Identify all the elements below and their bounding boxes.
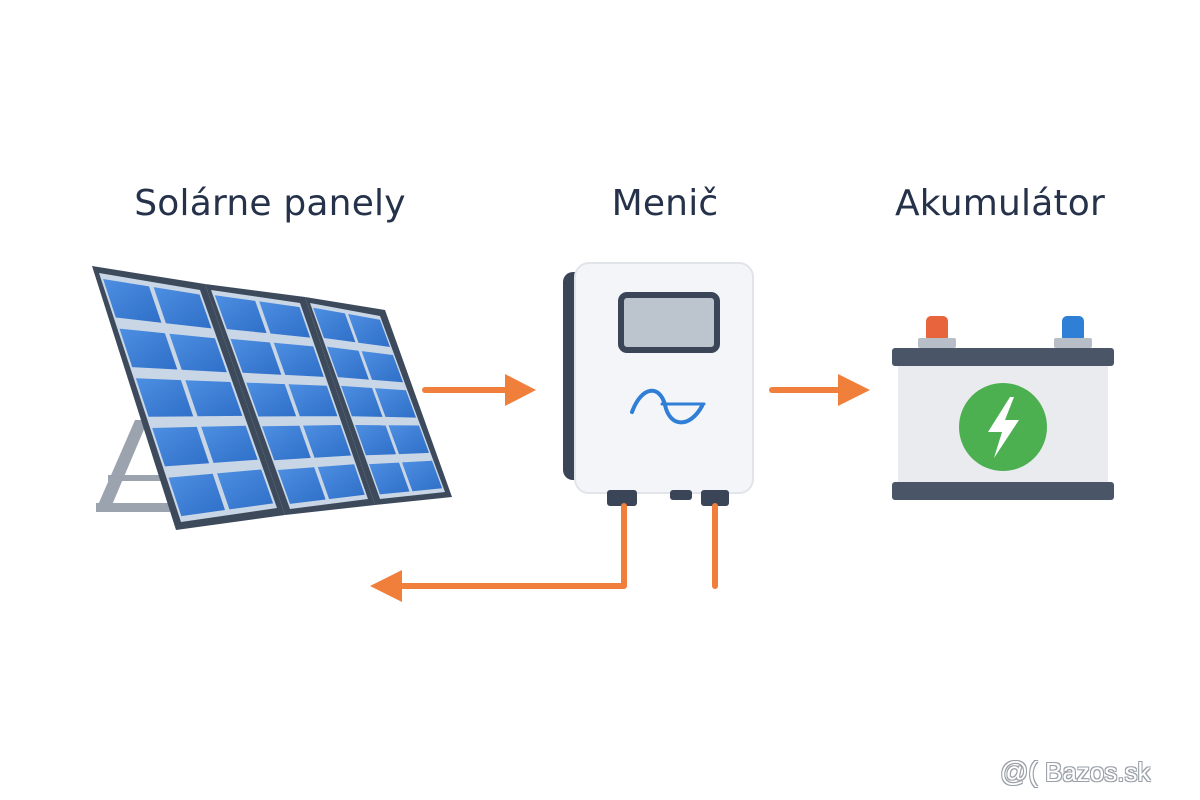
solar-cell — [348, 314, 390, 347]
solar-cell — [341, 385, 383, 417]
solar-cell — [217, 469, 274, 510]
battery-top-bar — [892, 348, 1114, 366]
solar-cell — [273, 342, 324, 377]
terminal-base — [1054, 338, 1092, 348]
inverter-connector — [670, 490, 692, 500]
solar-cell — [303, 425, 352, 458]
solar-cell — [103, 279, 162, 323]
solar-cell — [375, 388, 416, 418]
battery-label: Akumulátor — [894, 183, 1106, 224]
solar-cell — [152, 426, 210, 467]
terminal-negative — [1062, 316, 1084, 342]
inverter-display — [618, 292, 720, 353]
panel-stand — [98, 420, 148, 505]
inverter-label: Menič — [611, 183, 719, 224]
inverter-connector — [607, 490, 637, 506]
solar-cell — [214, 295, 267, 334]
solar-cell — [153, 287, 212, 329]
solar-cell — [259, 301, 311, 338]
solar-cell — [369, 462, 410, 495]
solar-cell — [135, 378, 194, 417]
solar-cell — [277, 467, 326, 504]
solar-panel-icon — [92, 266, 452, 530]
solar-cell — [327, 346, 369, 380]
solar-cell — [402, 460, 443, 492]
solar-cell — [288, 384, 338, 417]
panel-stand-base — [96, 503, 170, 512]
solar-cell — [317, 464, 365, 500]
solar-cell — [246, 382, 297, 417]
watermark-logo: @( Bazos.sk — [1000, 752, 1190, 792]
arrow-inverter-to-battery — [769, 374, 870, 406]
watermark-text: Bazos.sk — [1044, 757, 1151, 787]
solar-cell — [230, 338, 282, 375]
panel-cells — [214, 295, 365, 504]
terminal-base — [918, 338, 956, 348]
solar-cell — [361, 351, 403, 383]
solar-cell — [355, 425, 396, 456]
battery-bottom-bar — [892, 482, 1114, 500]
arrow-inverter-output — [370, 503, 718, 602]
solar-cell — [262, 425, 311, 461]
solar-cell — [168, 473, 225, 517]
solar-cell — [185, 380, 243, 417]
panel-cells — [103, 279, 274, 517]
solar-cell — [388, 425, 429, 455]
arrow-solar-to-inverter — [422, 374, 536, 406]
solar-panels-label: Solárne panely — [134, 183, 406, 224]
watermark-glyph: @( — [1000, 756, 1038, 787]
solar-cell — [313, 307, 356, 343]
solar-cell — [169, 333, 227, 373]
lightning-bolt-icon — [988, 397, 1019, 458]
inverter-connector — [701, 490, 729, 506]
battery-icon — [892, 316, 1114, 500]
solar-cell — [119, 328, 178, 370]
inverter-icon — [563, 262, 754, 506]
panel-cells — [313, 307, 443, 495]
solar-cell — [201, 425, 258, 463]
terminal-positive — [926, 316, 948, 342]
